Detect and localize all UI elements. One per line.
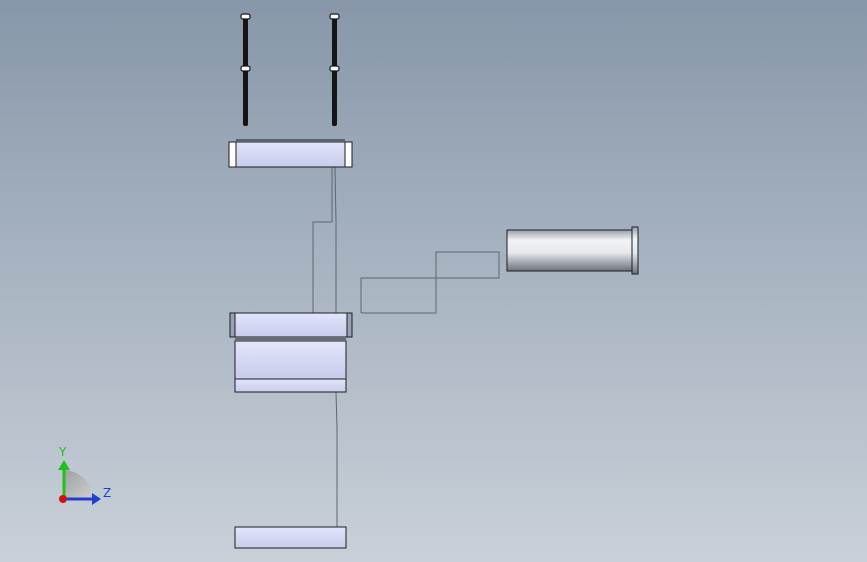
sketch-line bbox=[334, 166, 337, 313]
y-axis-label: Y bbox=[58, 445, 67, 459]
y-axis-arrowhead bbox=[58, 460, 70, 470]
screw-right[interactable] bbox=[329, 13, 340, 126]
screw-left[interactable] bbox=[240, 13, 251, 126]
triad-plane-indicator bbox=[64, 470, 93, 499]
x-axis-origin bbox=[59, 495, 67, 503]
top-plate[interactable] bbox=[228, 139, 353, 168]
bottom-plate[interactable] bbox=[234, 526, 347, 549]
middle-block[interactable] bbox=[229, 312, 353, 393]
cylinder-part[interactable] bbox=[506, 226, 639, 275]
z-axis-label: Z bbox=[103, 486, 111, 500]
sketch-lines bbox=[312, 166, 500, 527]
z-axis-arrowhead bbox=[92, 493, 101, 505]
orientation-triad: Y Z bbox=[58, 445, 111, 505]
sketch-line bbox=[312, 167, 333, 313]
sketch-line bbox=[360, 251, 500, 314]
sketch-line bbox=[335, 391, 338, 527]
